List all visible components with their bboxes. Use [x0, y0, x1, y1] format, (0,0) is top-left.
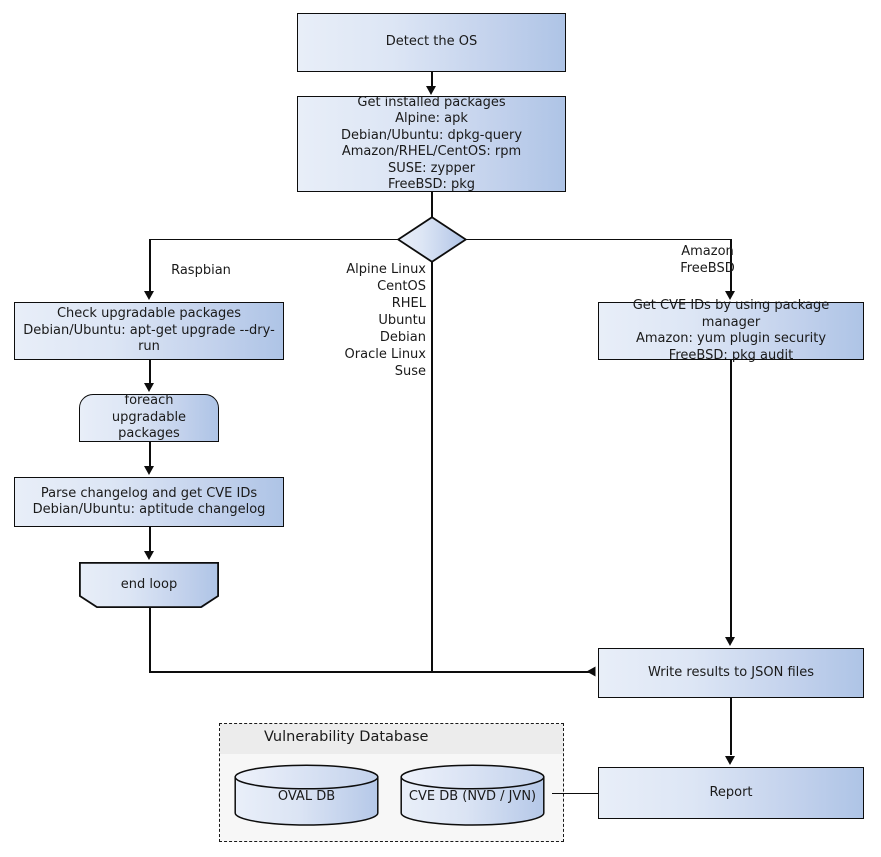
node-detect-os-label: Detect the OS [385, 34, 478, 50]
edge-label-amazon-freebsd: Amazon FreeBSD [680, 244, 735, 276]
connector-decision-left-vertical [149, 238, 151, 293]
end-loop-outline [79, 562, 219, 608]
node-get-cve-ids-label: Get CVE IDs by using package manager Ama… [632, 298, 830, 363]
connector-decision-left-horizontal [149, 238, 398, 241]
decision-diamond-shape [396, 216, 468, 263]
node-foreach-loop-start[interactable]: foreach upgradable packages [79, 393, 219, 442]
node-write-results[interactable]: Write results to JSON files [598, 648, 864, 698]
connector-endloop-down [149, 601, 151, 672]
node-foreach-loop-start-label: foreach upgradable packages [111, 393, 187, 442]
connector-foreach-to-parse [149, 442, 151, 467]
arrowhead-decision-to-get-cve-ids [725, 291, 736, 300]
connector-decision-right-vertical [730, 238, 732, 293]
node-check-upgradable-packages-label: Check upgradable packages Debian/Ubuntu:… [23, 306, 275, 355]
connector-check-to-foreach [149, 360, 151, 383]
connector-getcve-to-write [730, 360, 732, 637]
node-parse-changelog[interactable]: Parse changelog and get CVE IDs Debian/U… [14, 477, 284, 527]
node-os-decision[interactable] [396, 216, 468, 263]
group-header-band [220, 724, 563, 754]
connector-decision-right-horizontal [466, 238, 731, 241]
connector-packages-to-decision [431, 192, 433, 217]
connector-write-to-report [730, 698, 732, 755]
connector-parse-to-endloop [149, 527, 151, 551]
node-write-results-label: Write results to JSON files [647, 664, 815, 680]
node-end-loop[interactable]: end loop [79, 562, 219, 608]
node-check-upgradable-packages[interactable]: Check upgradable packages Debian/Ubuntu:… [14, 302, 284, 360]
db-cylinder-cve[interactable]: CVE DB (NVD / JVN) [400, 764, 545, 826]
db-cylinder-oval-shape [234, 764, 379, 826]
node-parse-changelog-label: Parse changelog and get CVE IDs Debian/U… [32, 485, 266, 518]
edge-label-center-distros: Alpine Linux CentOS RHEL Ubuntu Debian O… [344, 262, 426, 379]
connector-db-to-report [552, 792, 599, 795]
arrowhead-parse-to-endloop [144, 551, 155, 560]
node-get-installed-packages[interactable]: Get installed packages Alpine: apk Debia… [297, 94, 566, 193]
arrowhead-getcve-to-write [725, 637, 736, 646]
node-get-installed-packages-label: Get installed packages Alpine: apk Debia… [340, 94, 523, 193]
node-get-cve-ids[interactable]: Get CVE IDs by using package manager Ama… [598, 298, 864, 363]
node-report-label: Report [709, 784, 753, 800]
edge-label-raspbian: Raspbian [171, 263, 231, 278]
connector-detect-to-packages [431, 72, 433, 88]
arrowhead-write-to-report [725, 756, 736, 765]
arrowhead-decision-to-check-upgradable [144, 291, 155, 300]
arrowhead-rail-to-write-results [586, 666, 596, 677]
end-loop-shape [79, 562, 219, 608]
db-cylinder-cve-shape [400, 764, 545, 826]
arrowhead-check-to-foreach [144, 383, 155, 392]
node-end-loop-label: end loop [120, 576, 178, 592]
arrowhead-foreach-to-parse [144, 466, 155, 475]
connector-bottom-rail [149, 671, 590, 673]
node-detect-os[interactable]: Detect the OS [297, 13, 566, 72]
node-report[interactable]: Report [598, 767, 864, 819]
db-cylinder-oval[interactable]: OVAL DB [234, 764, 379, 826]
arrowhead-detect-to-packages [426, 86, 437, 95]
group-title-vulnerability-database: Vulnerability Database [264, 729, 429, 745]
connector-decision-bottom-vertical [431, 262, 433, 672]
